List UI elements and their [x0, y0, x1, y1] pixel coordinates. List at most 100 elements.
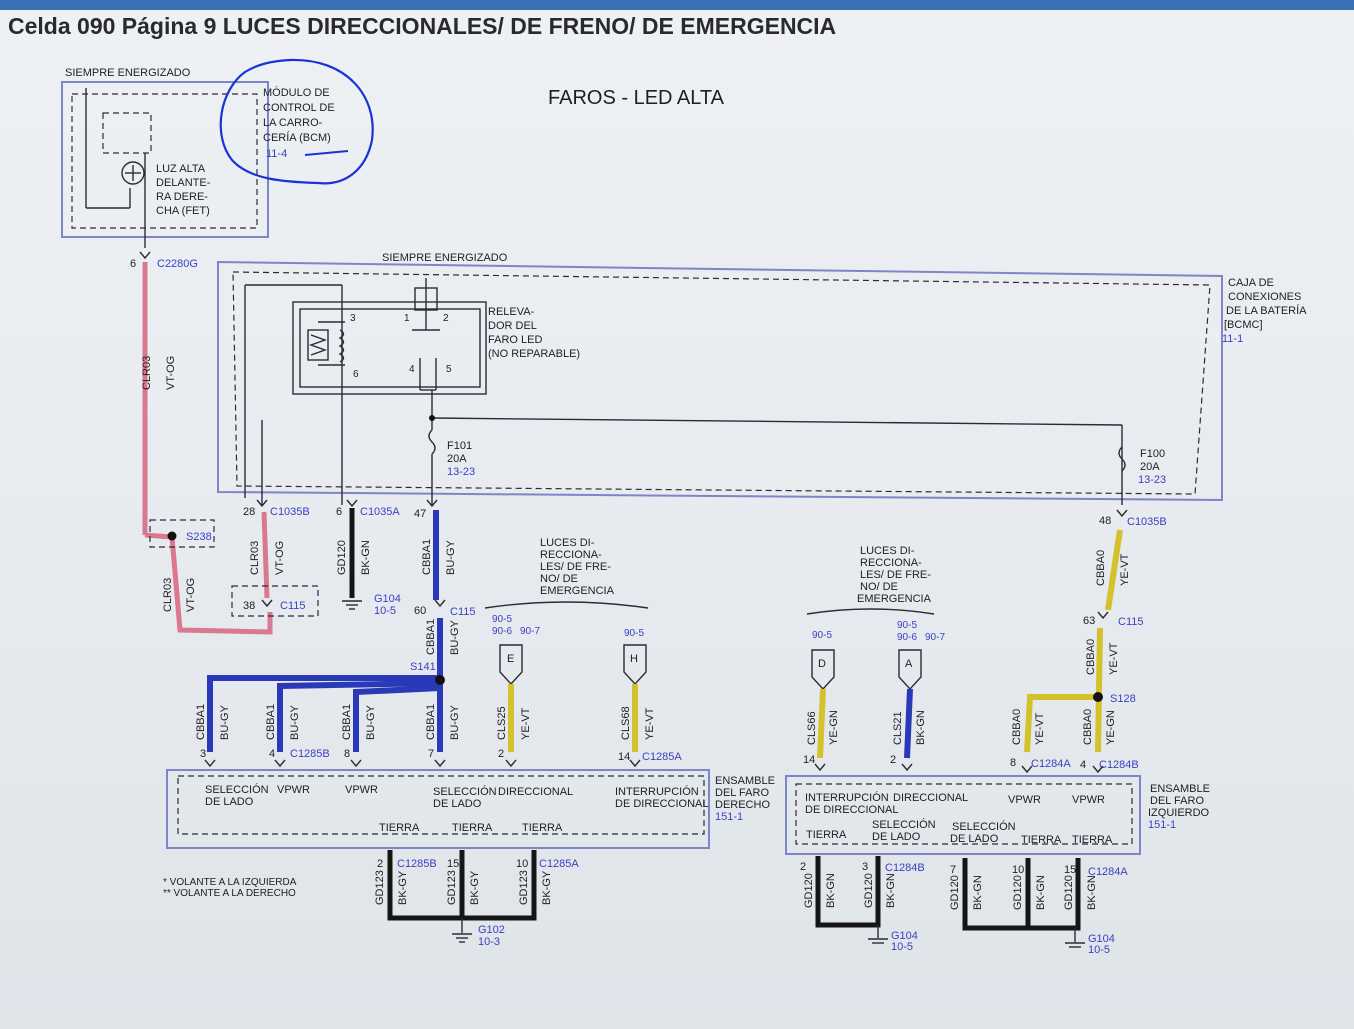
fuse-f101-icon: [428, 429, 436, 455]
s238-label: S238: [186, 531, 212, 543]
f101-ref: 13-23: [447, 466, 475, 478]
turn-right-ref-a-2: 90-6: [897, 632, 917, 643]
wire-ye-gn-label: YE-GN: [828, 710, 840, 745]
offpage-tag-h[interactable]: [623, 644, 647, 686]
page-subtitle: FAROS - LED ALTA: [548, 87, 725, 109]
wire-bu-gy-label-4: BU-GY: [289, 705, 301, 741]
lh-sel1-line-1: SELECCIÓN: [872, 818, 936, 831]
lh-pin-2: 2: [890, 754, 896, 766]
hand-drawn-circle-annotation: [219, 58, 374, 185]
turn-left-title-4: NO/ DE: [540, 573, 578, 585]
lh-bk-gn-label-2: BK-GN: [885, 873, 897, 908]
lh-ground-a-ref: 10-5: [891, 941, 913, 953]
c1035a-name: C1035A: [360, 506, 400, 518]
offpage-tag-d-label: D: [818, 658, 826, 670]
legend-line-1: * VOLANTE A LA IZQUIERDA: [163, 877, 297, 888]
lh-ground-pin-2: 2: [800, 861, 806, 873]
c115-right-pin: 63: [1083, 615, 1095, 627]
lh-int-line-2: DE DIRECCIONAL: [805, 804, 899, 816]
lh-tierra-3: TIERRA: [1072, 834, 1113, 846]
turn-right-ref-d: 90-5: [812, 630, 832, 641]
rh-pin-3: 3: [200, 748, 206, 760]
rh-ground-ref: 10-3: [478, 936, 500, 948]
lh-gd120-label-4: GD120: [1012, 875, 1024, 910]
turn-right-ref-a-1: 90-5: [897, 620, 917, 631]
relay-outer-box: [292, 301, 487, 395]
wire-clr03-label-3: CLR03: [162, 578, 174, 612]
rh-ground-pin-2: 2: [377, 858, 383, 870]
turn-left-ref-h: 90-5: [624, 628, 644, 639]
c115-left-name: C115: [280, 600, 305, 612]
c1035b-left-pin: 28: [243, 506, 255, 518]
bcm-outline: [61, 81, 269, 238]
wire-cbba1-label-4: CBBA1: [265, 704, 277, 740]
wire-cls68-label: CLS68: [620, 706, 632, 740]
lh-dir-label: DIRECCIONAL: [893, 792, 968, 804]
wire-ye-vt-label-5: YE-VT: [1034, 712, 1046, 745]
fuse-f100-icon: [1118, 446, 1126, 472]
blue-wire-circuit: [207, 510, 443, 752]
bjb-title-line-1: CAJA DE: [1228, 277, 1274, 289]
wire-vt-og-label: VT-OG: [165, 356, 177, 390]
g104-top-name: G104: [374, 593, 401, 605]
relay-label-line-3: FARO LED: [488, 334, 542, 346]
lh-vpwr-2: VPWR: [1072, 794, 1105, 806]
rh-sel2-line-2: DE LADO: [433, 798, 482, 810]
wire-cbba1-label-6: CBBA1: [425, 704, 437, 740]
rh-title-line-2: DEL FARO: [715, 787, 769, 799]
turn-right-title-1: LUCES DI-: [860, 545, 915, 557]
bjb-power-label: SIEMPRE ENERGIZADO: [382, 252, 508, 264]
turn-left-ref-e-2: 90-6: [492, 626, 512, 637]
relay-label-line-2: DOR DEL: [488, 320, 537, 332]
turn-right-title-3: LES/ DE FRE-: [860, 569, 931, 581]
right-headlamp-outline: [166, 769, 710, 849]
bjb-ref: 11-1: [1222, 333, 1243, 345]
f100-name: F100: [1140, 448, 1165, 460]
bcm-module-ref: 11-4: [266, 148, 287, 160]
rh-pin-2: 2: [498, 748, 504, 760]
lh-gd120-label-1: GD120: [803, 873, 815, 908]
lh-ground-b-name: G104: [1088, 933, 1115, 945]
c1035b-right-name: C1035B: [1127, 516, 1167, 528]
left-headlamp-inner: [795, 783, 1133, 845]
lh-vpwr-1: VPWR: [1008, 794, 1041, 806]
turn-right-ref-a-3: 90-7: [925, 632, 945, 643]
rh-ground-pin-15: 15: [447, 858, 459, 870]
lh-ref: 151-1: [1148, 819, 1176, 831]
bcm-module-line-1: MÓDULO DE: [263, 86, 330, 99]
lh-c1284a-bottom: C1284A: [1088, 866, 1128, 878]
turn-right-title-2: RECCIONA-: [860, 557, 922, 569]
bcm-module-line-2: CONTROL DE: [263, 102, 335, 114]
wire-bu-gy-label-3: BU-GY: [219, 705, 231, 741]
offpage-tag-a[interactable]: [898, 649, 922, 691]
wire-cbba1-label-2: CBBA1: [425, 619, 437, 655]
wire-ye-vt-label-3: YE-VT: [1119, 553, 1131, 586]
lh-c1284a-top: C1284A: [1031, 758, 1071, 770]
bcm-module-line-3: LA CARRO-: [263, 117, 323, 129]
f100-ref: 13-23: [1138, 474, 1166, 486]
turn-right-title-5: EMERGENCIA: [857, 593, 932, 605]
rh-pin-8: 8: [344, 748, 350, 760]
rh-int-line-2: DE DIRECCIONAL: [615, 798, 709, 810]
c1035a-pin-47: 47: [414, 508, 426, 520]
rh-bk-gy-label-2: BK-GY: [469, 870, 481, 905]
turn-left-bracket: [484, 601, 649, 609]
wire-bu-gy-label-6: BU-GY: [449, 705, 461, 741]
offpage-tag-a-label: A: [905, 658, 913, 670]
relay-pin-3: 3: [350, 313, 356, 324]
offpage-tag-d[interactable]: [811, 649, 835, 691]
c115-mid-name: C115: [450, 606, 475, 618]
turn-left-title-1: LUCES DI-: [540, 537, 595, 549]
bcm-lamp-line-4: CHA (FET): [156, 205, 210, 217]
wire-cbba0-label-3: CBBA0: [1011, 709, 1023, 745]
lh-sel2-line-1: SELECCIÓN: [952, 820, 1016, 833]
lh-pin-8: 8: [1010, 757, 1016, 769]
lh-bk-gn-label-1: BK-GN: [825, 873, 837, 908]
relay-pin-1: 1: [404, 313, 410, 324]
blue-wire-cls21: [904, 688, 913, 759]
offpage-tag-e[interactable]: [499, 644, 523, 686]
rh-dir-label: DIRECCIONAL: [498, 786, 573, 798]
lh-c1284b-top: C1284B: [1099, 759, 1139, 771]
rh-gd123-label-3: GD123: [518, 870, 530, 905]
relay-coil-icon: [338, 329, 345, 363]
